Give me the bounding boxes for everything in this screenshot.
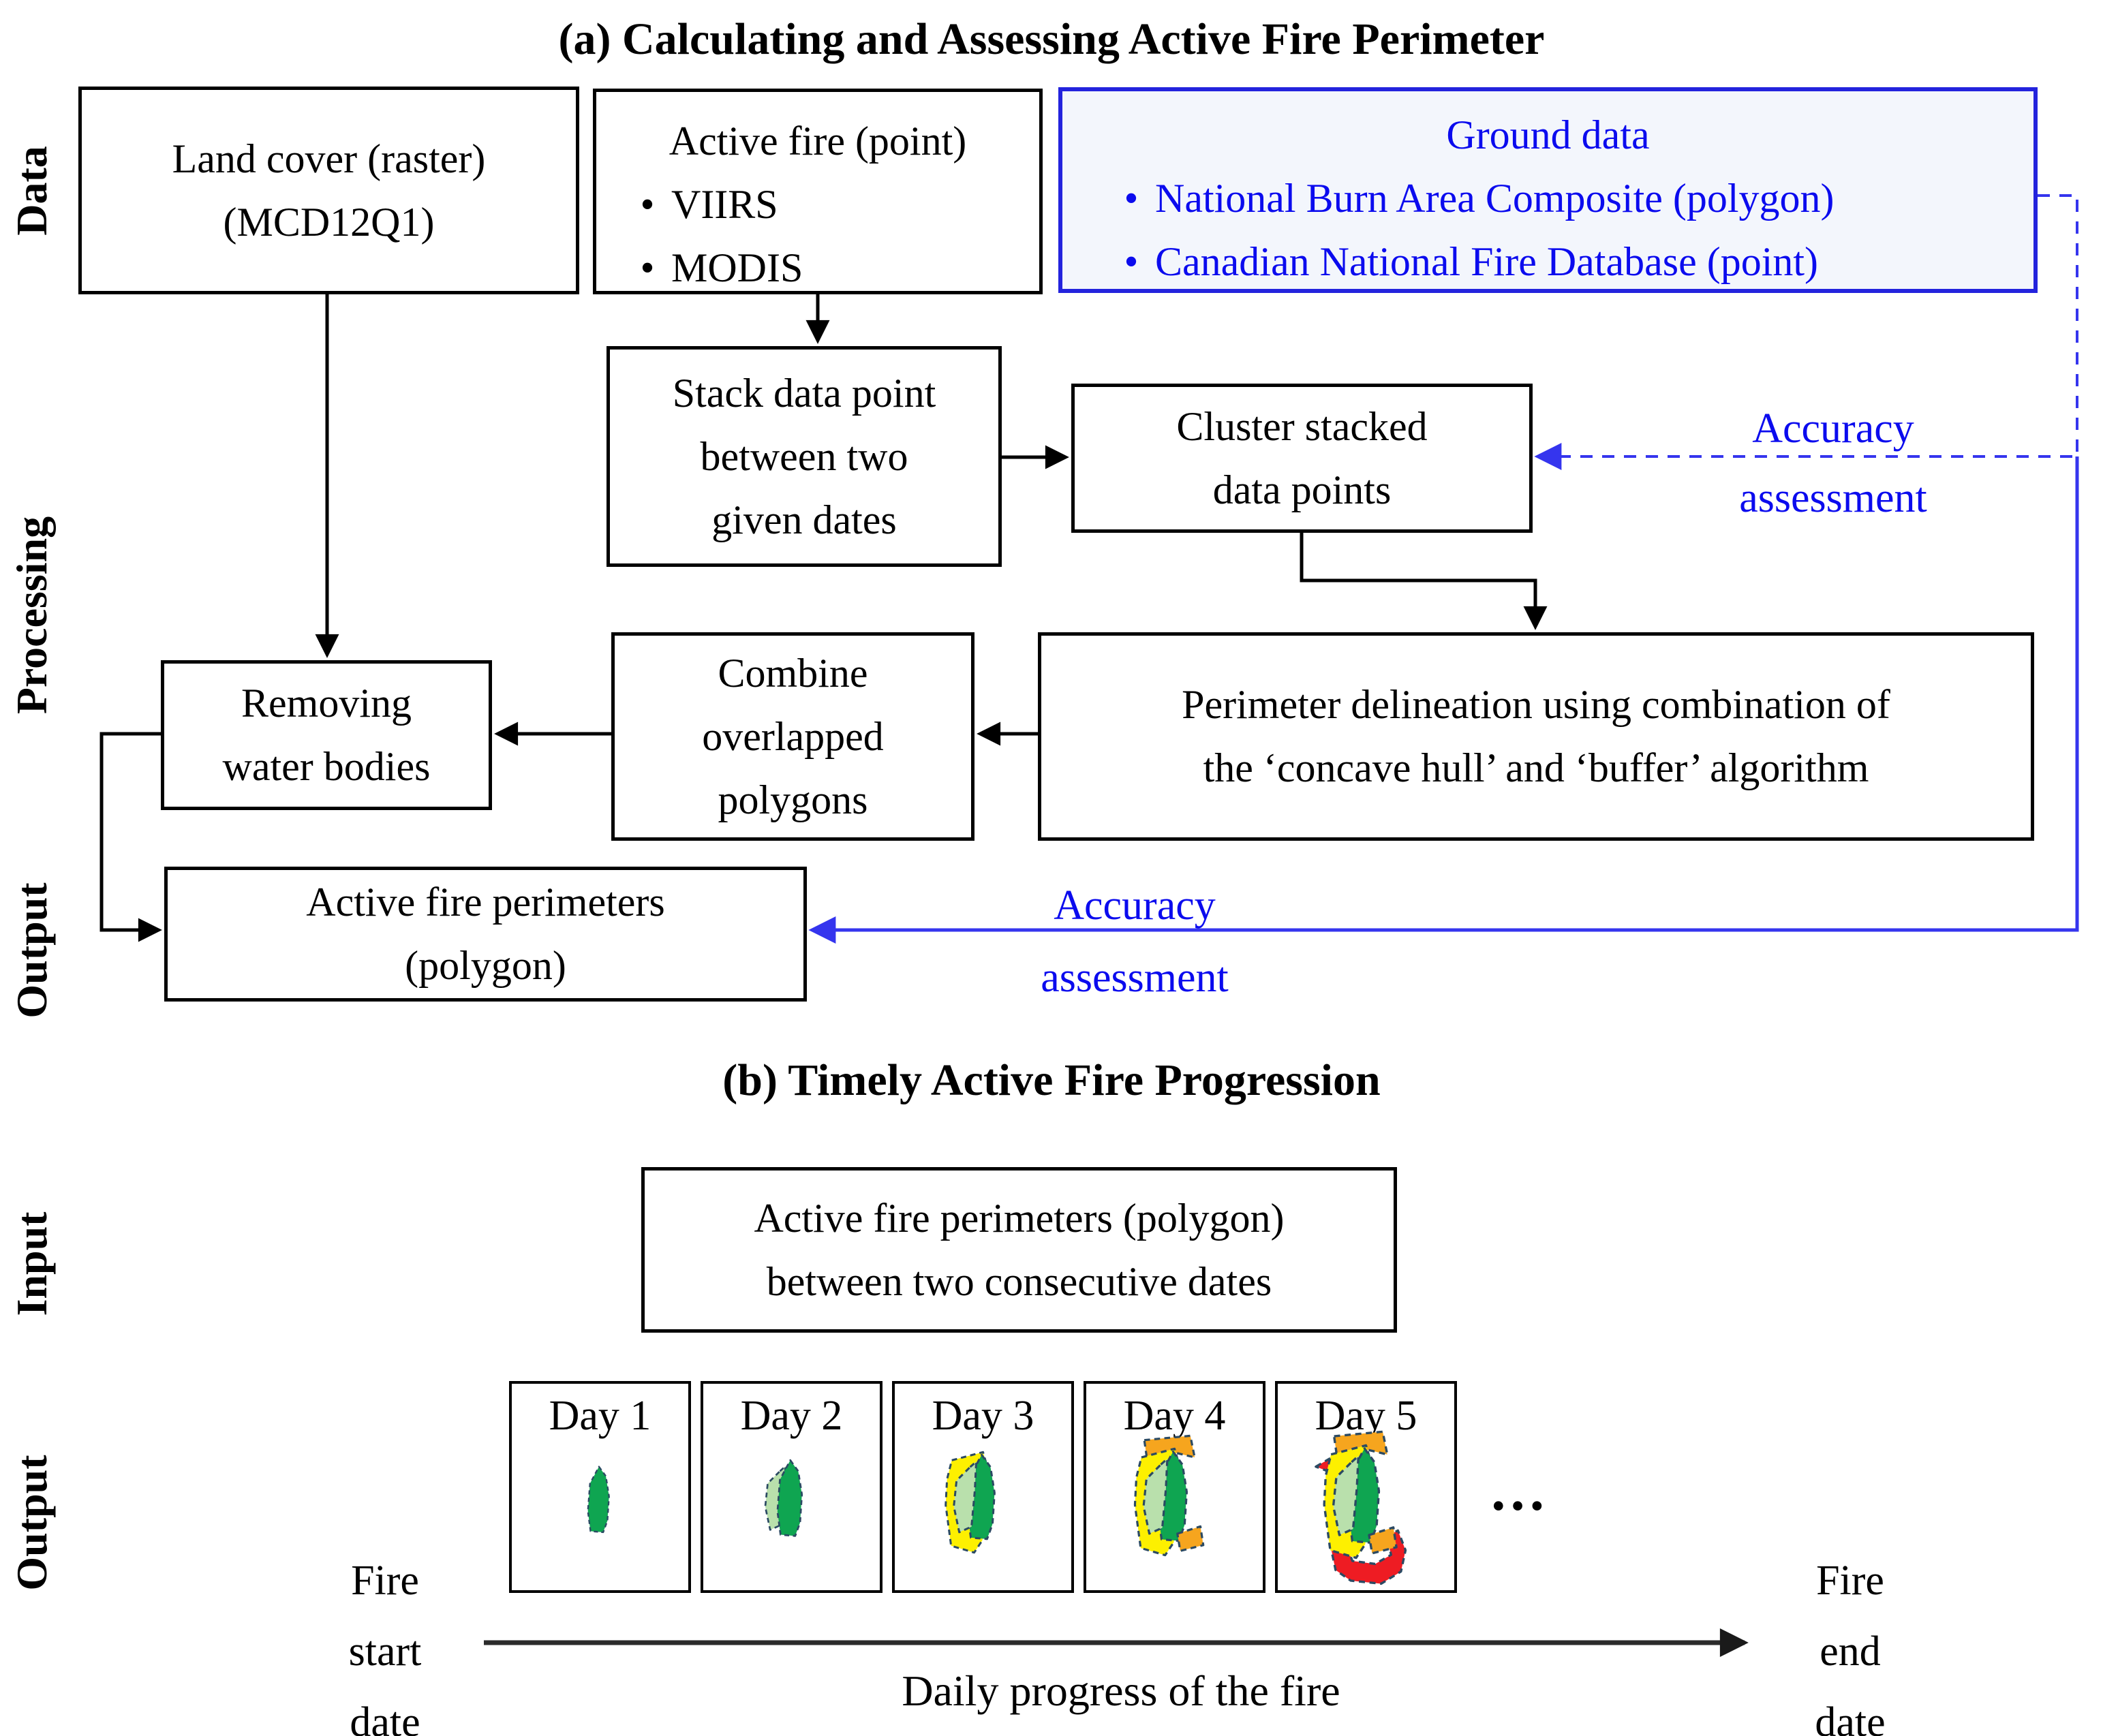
removing-line1: Removing bbox=[241, 681, 412, 726]
accuracy-upper-label: Accuracy assessment bbox=[1683, 394, 1983, 533]
day-box-3: Day 3 bbox=[892, 1381, 1074, 1593]
stack-line1: Stack data point bbox=[672, 370, 936, 416]
output-box-line2: (polygon) bbox=[405, 943, 566, 988]
connector-removing-to-output bbox=[99, 732, 162, 942]
ground-data-bullet-cnfd-label: Canadian National Fire Database (point) bbox=[1155, 239, 1819, 284]
box-stack-data-points: Stack data point between two given dates bbox=[607, 346, 1002, 567]
box-active-fire: Active fire (point) • VIIRS • MODIS bbox=[593, 89, 1043, 294]
side-label-output-a: Output bbox=[7, 882, 56, 1019]
cluster-line1: Cluster stacked bbox=[1176, 403, 1428, 449]
panel-a-title: (a) Calculating and Assessing Active Fir… bbox=[558, 14, 1545, 64]
panel-b-title: (b) Timely Active Fire Progression bbox=[722, 1055, 1381, 1105]
removing-line2: water bodies bbox=[222, 744, 431, 789]
ellipsis: … bbox=[1489, 1459, 1550, 1523]
accuracy-lower-line1: Accuracy bbox=[1054, 882, 1216, 929]
side-label-input: Input bbox=[7, 1211, 56, 1316]
box-input-perimeters: Active fire perimeters (polygon) between… bbox=[641, 1167, 1397, 1333]
day-box-1: Day 1 bbox=[509, 1381, 691, 1593]
active-fire-bullet-viirs: • VIIRS bbox=[624, 173, 1039, 236]
bullet-icon: • bbox=[1124, 176, 1139, 221]
fire-polygons-day-3 bbox=[945, 1451, 996, 1554]
perimeter-line1: Perimeter delineation using combination … bbox=[1182, 682, 1890, 727]
fire-end-line2: end bbox=[1820, 1628, 1881, 1675]
fire-end-date-label: Fire end date bbox=[1738, 1545, 1963, 1736]
input-box-line1: Active fire perimeters (polygon) bbox=[754, 1195, 1285, 1241]
bullet-icon: • bbox=[640, 245, 655, 290]
ground-data-bullet-nbac-label: National Burn Area Composite (polygon) bbox=[1155, 176, 1835, 221]
fire-start-date-label: Fire start date bbox=[273, 1545, 497, 1736]
day-label-2: Day 2 bbox=[740, 1393, 843, 1439]
ground-data-bullet-cnfd: • Canadian National Fire Database (point) bbox=[1107, 230, 2033, 294]
fire-polygons-day-5 bbox=[1315, 1430, 1407, 1585]
day-box-5: Day 5 bbox=[1275, 1381, 1457, 1593]
side-label-output-b: Output bbox=[7, 1455, 56, 1591]
day-label-1: Day 1 bbox=[549, 1393, 651, 1439]
fire-end-line1: Fire bbox=[1816, 1557, 1884, 1604]
accuracy-lower-label: Accuracy assessment bbox=[974, 869, 1295, 1014]
box-perimeter-delineation: Perimeter delineation using combination … bbox=[1038, 632, 2034, 841]
box-removing-water: Removing water bodies bbox=[161, 660, 492, 810]
side-label-processing: Processing bbox=[7, 516, 56, 715]
fire-start-line1: Fire bbox=[351, 1557, 419, 1604]
active-fire-bullet-viirs-label: VIIRS bbox=[671, 182, 778, 227]
fire-polygons-day-1 bbox=[587, 1466, 610, 1534]
combine-line2: overlapped bbox=[702, 713, 884, 759]
active-fire-bullet-modis-label: MODIS bbox=[671, 245, 803, 290]
ground-data-bullet-nbac: • National Burn Area Composite (polygon) bbox=[1107, 167, 2033, 230]
output-box-line1: Active fire perimeters bbox=[306, 880, 665, 925]
active-fire-bullet-modis: • MODIS bbox=[624, 236, 1039, 300]
accuracy-upper-line2: assessment bbox=[1739, 475, 1927, 521]
bullet-icon: • bbox=[640, 182, 655, 227]
perimeter-line2: the ‘concave hull’ and ‘buffer’ algorith… bbox=[1203, 745, 1869, 790]
day-box-4: Day 4 bbox=[1084, 1381, 1265, 1593]
land-cover-line2: (MCD12Q1) bbox=[223, 199, 435, 245]
fire-end-line3: date bbox=[1815, 1699, 1886, 1736]
box-land-cover: Land cover (raster) (MCD12Q1) bbox=[78, 87, 579, 294]
day-label-3: Day 3 bbox=[932, 1393, 1034, 1439]
day-label-5: Day 5 bbox=[1315, 1393, 1417, 1439]
stack-line2: between two bbox=[700, 433, 908, 479]
accuracy-upper-line1: Accuracy bbox=[1752, 405, 1914, 452]
fire-polygons-day-2 bbox=[764, 1459, 803, 1537]
connector-cluster-to-perimeter bbox=[1300, 533, 1548, 630]
fire-start-line3: date bbox=[350, 1699, 420, 1736]
side-label-data: Data bbox=[7, 146, 56, 236]
bullet-icon: • bbox=[1124, 239, 1139, 284]
day-label-4: Day 4 bbox=[1123, 1393, 1226, 1439]
active-fire-title: Active fire (point) bbox=[669, 119, 967, 164]
box-cluster-stacked: Cluster stacked data points bbox=[1071, 384, 1533, 533]
fire-start-line2: start bbox=[348, 1628, 422, 1675]
accuracy-lower-line2: assessment bbox=[1041, 955, 1229, 1001]
box-ground-data: Ground data • National Burn Area Composit… bbox=[1058, 87, 2038, 293]
day-box-2: Day 2 bbox=[701, 1381, 882, 1593]
combine-line1: Combine bbox=[718, 650, 868, 696]
input-box-line2: between two consecutive dates bbox=[766, 1258, 1272, 1304]
cluster-line2: data points bbox=[1212, 467, 1392, 512]
timeline-caption: Daily progress of the fire bbox=[902, 1667, 1340, 1715]
stack-line3: given dates bbox=[711, 497, 897, 542]
box-combine-overlapped: Combine overlapped polygons bbox=[611, 632, 974, 841]
ground-data-title: Ground data bbox=[1446, 112, 1650, 157]
land-cover-line1: Land cover (raster) bbox=[172, 136, 486, 181]
box-active-fire-perimeters: Active fire perimeters (polygon) bbox=[164, 867, 807, 1002]
combine-line3: polygons bbox=[718, 777, 868, 822]
fire-polygons-day-4 bbox=[1133, 1434, 1205, 1557]
